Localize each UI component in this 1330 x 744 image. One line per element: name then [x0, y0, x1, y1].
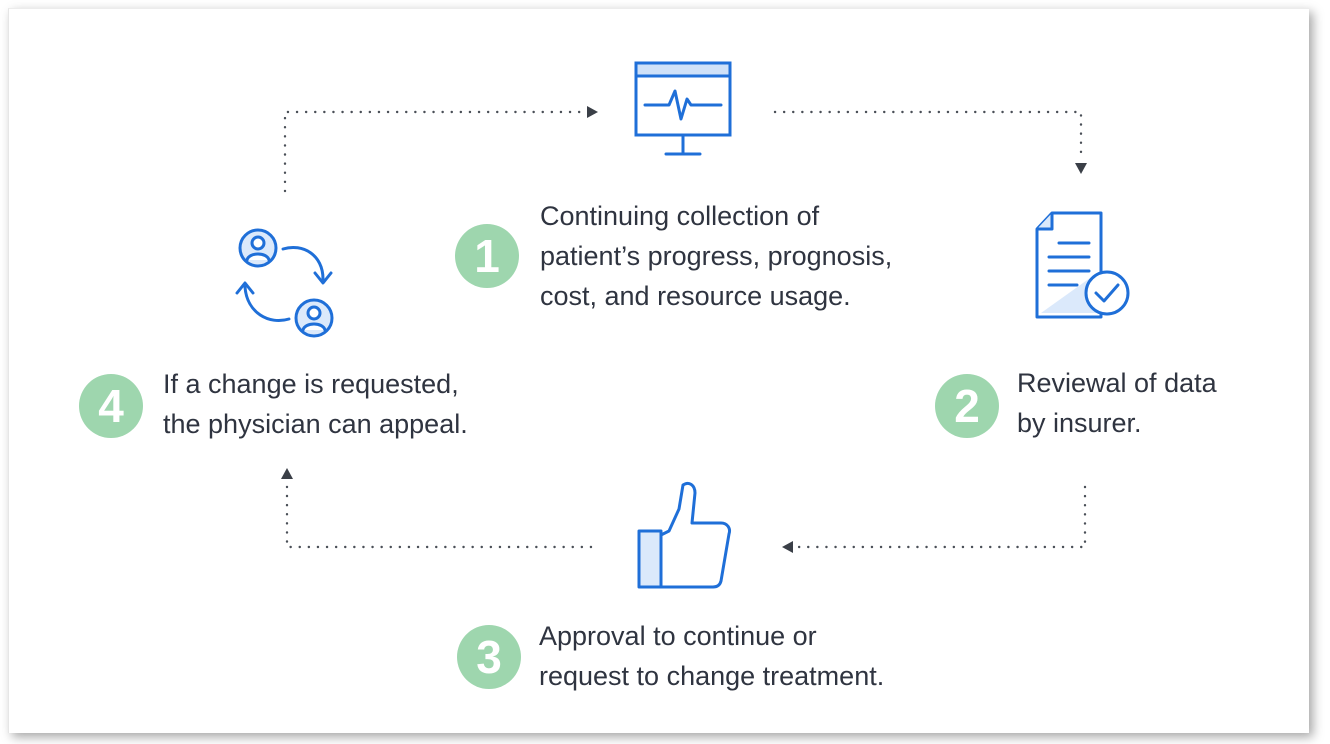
step-4-badge: 4	[79, 374, 143, 438]
step-4-line-2: the physician can appeal.	[163, 409, 468, 439]
monitor-heartbeat-icon	[634, 61, 732, 156]
step-2-badge: 2	[935, 374, 999, 438]
connector-1-to-2	[773, 110, 1083, 159]
step-3-line-2: request to change treatment.	[539, 661, 885, 691]
document-checkmark-icon	[1035, 211, 1130, 319]
connector-3-to-4	[285, 477, 593, 549]
arrowhead-to-step4	[281, 468, 293, 479]
people-exchange-icon	[235, 228, 334, 338]
step-1-line-2: patient’s progress, prognosis,	[540, 241, 893, 271]
step-2-line-2: by insurer.	[1017, 408, 1142, 438]
arrowhead-to-step1	[587, 106, 598, 118]
step-1-text: Continuing collection of patient’s progr…	[540, 196, 892, 316]
connector-4-to-1	[283, 110, 589, 193]
step-2-text: Reviewal of data by insurer.	[1017, 363, 1217, 443]
step-3-badge: 3	[457, 625, 521, 689]
thumbs-up-icon	[637, 481, 731, 589]
step-3-text: Approval to continue or request to chang…	[539, 616, 884, 696]
step-2-line-1: Reviewal of data	[1017, 368, 1217, 398]
arrowhead-to-step2	[1075, 163, 1087, 174]
step-1-line-3: cost, and resource usage.	[540, 281, 851, 311]
person-avatar-bottom	[294, 298, 334, 338]
step-4-text: If a change is requested, the physician …	[163, 364, 468, 444]
step-3-line-1: Approval to continue or	[539, 621, 817, 651]
step-1-badge: 1	[455, 224, 519, 288]
arrowhead-to-step3	[782, 541, 793, 553]
step-1-line-1: Continuing collection of	[540, 201, 820, 231]
step-4-line-1: If a change is requested,	[163, 369, 459, 399]
flow-connectors	[281, 106, 1087, 553]
person-avatar-top	[238, 228, 278, 268]
diagram-canvas: 1 Continuing collection of patient’s pro…	[8, 8, 1309, 733]
connector-2-to-3	[791, 485, 1087, 549]
